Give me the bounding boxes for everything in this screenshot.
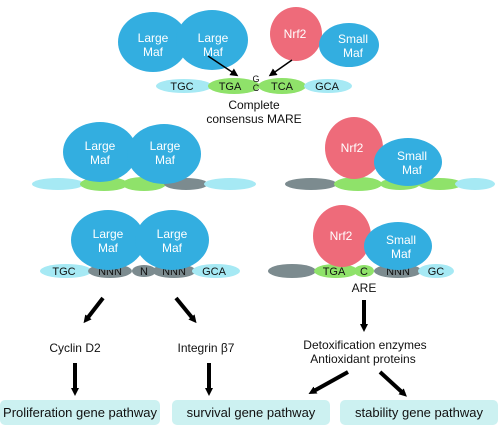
dna-label-gca: GCA — [315, 81, 340, 93]
dna-segment — [304, 79, 352, 93]
dna-segment — [314, 264, 358, 278]
target-detox-line1: Detoxification enzymes — [303, 338, 426, 352]
dna-label-tga: TGA — [219, 81, 242, 93]
nrf2-protein — [313, 205, 371, 267]
dna-segment — [285, 178, 337, 190]
pathway-box-proliferation — [0, 400, 160, 425]
dna-segment — [418, 178, 462, 190]
arrow — [83, 296, 105, 324]
arrow — [207, 55, 239, 77]
mid-left-large-maf-dimer: Large Maf Large Maf — [63, 122, 201, 184]
small-maf-protein — [374, 138, 442, 186]
dna-segment — [192, 264, 240, 278]
dna-label: N — [140, 266, 148, 278]
protein-label: Nrf2 — [341, 141, 364, 155]
pathway-proliferation: Proliferation gene pathway — [3, 405, 157, 420]
dna-segment — [268, 264, 316, 278]
nrf2-protein — [325, 117, 383, 179]
protein-label: Maf — [143, 45, 164, 59]
protein-label: Large — [138, 31, 169, 45]
target-detox-line2: Antioxidant proteins — [310, 352, 415, 366]
low-right-dna-strand: TGA C NNN GC — [268, 264, 454, 278]
dna-segment — [204, 178, 256, 190]
top-caption-line1: Complete — [228, 98, 280, 112]
protein-label: Maf — [162, 241, 183, 255]
arrow — [174, 296, 197, 324]
arrow — [308, 370, 349, 394]
pathway-box-stability — [340, 400, 498, 425]
protein-label: Maf — [90, 153, 111, 167]
arrow — [268, 59, 293, 77]
dna-segment — [32, 178, 84, 190]
low-right-nrf2-smallmaf: Nrf2 Small Maf — [313, 205, 432, 270]
protein-label: Small — [397, 149, 427, 163]
low-left-large-maf-dimer: Large Maf Large Maf — [71, 210, 209, 270]
dna-label: GC — [428, 266, 445, 278]
top-large-maf-dimer: Large Maf Large Maf — [118, 10, 248, 72]
dna-label-tgc: TGC — [170, 81, 193, 93]
dna-segment — [455, 178, 495, 190]
dna-label: C — [360, 266, 368, 278]
top-nrf2-smallmaf: Nrf2 Small Maf — [270, 7, 379, 67]
top-dna-strand: TGC TGA G C TCA GCA — [156, 74, 352, 94]
protein-label: Maf — [402, 163, 423, 177]
dna-label-c: C — [253, 83, 260, 93]
pathway-survival: survival gene pathway — [187, 405, 316, 420]
dna-segment — [258, 78, 306, 94]
protein-label: Large — [150, 139, 181, 153]
target-integrin-b7: Integrin β7 — [178, 341, 235, 355]
large-maf-protein — [118, 12, 188, 72]
pathway-stability: stability gene pathway — [355, 405, 483, 420]
pathway-box-survival — [172, 400, 330, 425]
dna-segment — [334, 177, 382, 191]
mid-right-nrf2-smallmaf: Nrf2 Small Maf — [325, 117, 442, 186]
protein-label: Maf — [203, 45, 224, 59]
protein-label: Nrf2 — [330, 229, 353, 243]
dna-segment — [418, 264, 454, 278]
dna-label: TGC — [52, 266, 75, 278]
small-maf-protein — [364, 222, 432, 270]
dna-segment — [156, 79, 212, 93]
dna-segment — [208, 78, 260, 94]
protein-label: Small — [386, 233, 416, 247]
protein-label: Small — [338, 32, 368, 46]
dna-segment — [40, 264, 92, 278]
protein-label: Maf — [343, 46, 364, 60]
dna-label-tca: TCA — [271, 81, 294, 93]
large-maf-protein — [127, 124, 201, 184]
protein-label: Maf — [155, 153, 176, 167]
protein-label: Maf — [98, 241, 119, 255]
are-label: ARE — [352, 281, 377, 295]
nrf2-protein — [270, 7, 322, 61]
large-maf-protein — [176, 10, 248, 70]
dna-segment — [354, 265, 374, 277]
dna-label: TGA — [323, 266, 346, 278]
large-maf-protein — [63, 122, 137, 182]
target-cyclin-d2: Cyclin D2 — [49, 341, 101, 355]
protein-label: Large — [198, 31, 229, 45]
protein-label: Large — [157, 227, 188, 241]
dna-segment — [132, 265, 156, 277]
low-left-dna-strand: TGC NNN N NNN GCA — [40, 264, 240, 278]
top-caption-line2: consensus MARE — [206, 112, 301, 126]
arrow — [378, 370, 407, 397]
protein-label: Large — [85, 139, 116, 153]
large-maf-protein — [71, 210, 145, 270]
protein-label: Maf — [391, 247, 412, 261]
protein-label: Large — [93, 227, 124, 241]
protein-label: Nrf2 — [284, 27, 307, 41]
small-maf-protein — [319, 23, 379, 67]
dna-label: GCA — [202, 266, 227, 278]
large-maf-protein — [135, 210, 209, 270]
dna-label-g: G — [252, 74, 259, 84]
